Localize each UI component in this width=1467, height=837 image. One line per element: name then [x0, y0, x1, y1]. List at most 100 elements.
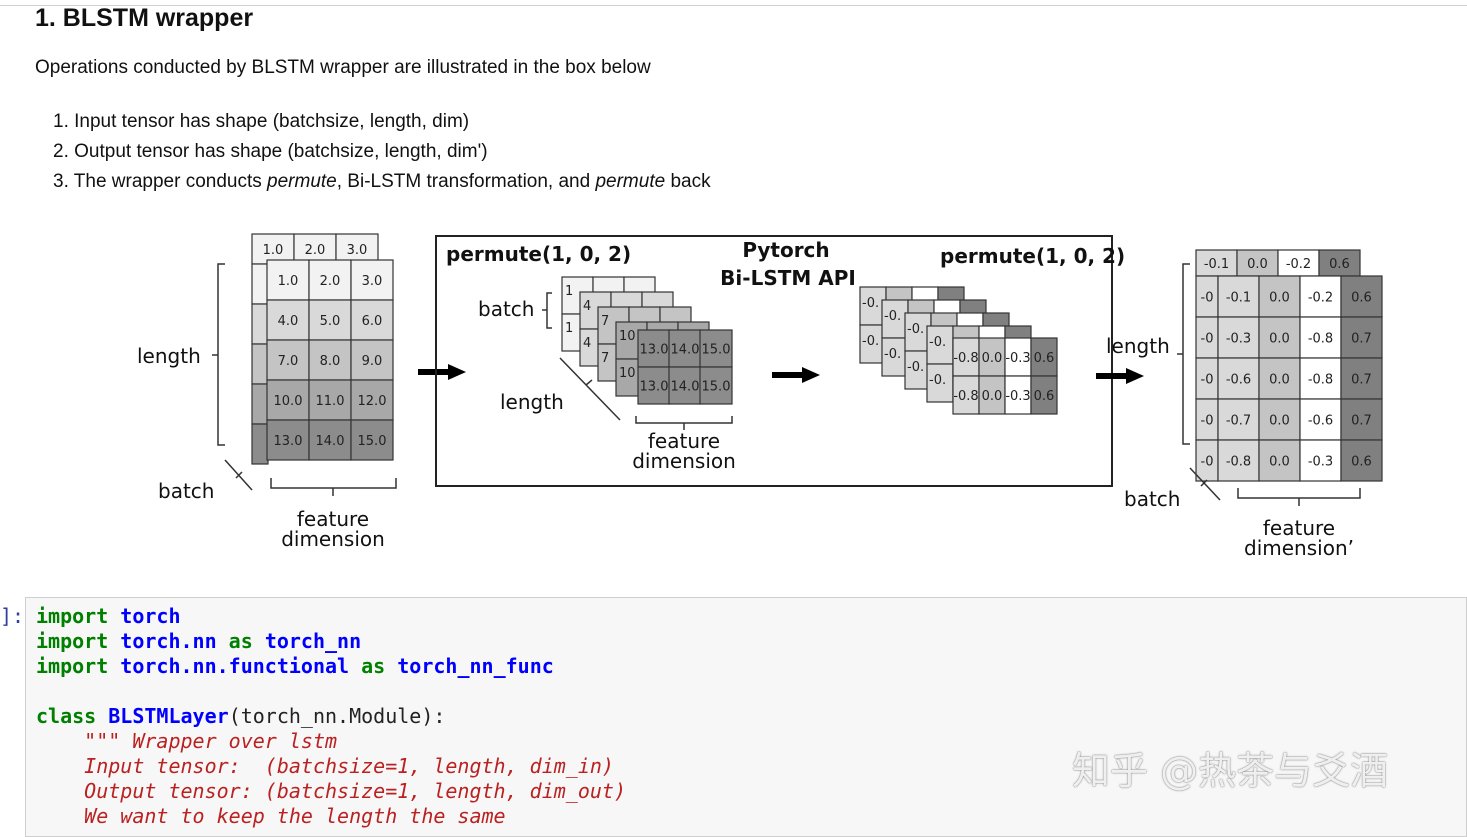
output-cell-value: 0.7	[1351, 332, 1372, 347]
input-dimension-label: dimension	[281, 527, 385, 551]
arrow-head-3	[1126, 368, 1144, 384]
output-back-side-cell-value: -0	[1201, 455, 1214, 470]
mid-front-cell-value: 14.0	[671, 380, 700, 395]
output-cell	[1258, 316, 1301, 359]
permute-right-label: permute(1, 0, 2)	[940, 244, 1125, 268]
input-feature-label: feature	[297, 507, 369, 531]
input-cell	[266, 379, 310, 421]
input-cell	[350, 339, 394, 381]
input-cell	[308, 339, 352, 381]
mid-out-back-value: -0.	[907, 322, 924, 337]
watermark: 知乎 @热茶与爻酒	[1072, 749, 1389, 793]
input-cell-value: 13.0	[274, 434, 303, 449]
mid-out-back-cell	[926, 363, 954, 403]
input-cell-value: 1.0	[278, 274, 299, 289]
input-cell	[266, 339, 310, 381]
mid-length-label: length	[500, 390, 564, 414]
input-cell-value: 9.0	[362, 354, 383, 369]
output-length-bracket	[1177, 263, 1190, 445]
api-label-line1: Pytorch	[742, 238, 829, 262]
length-bracket	[212, 263, 225, 446]
code-cell[interactable]: import torch import torch.nn as torch_nn…	[25, 597, 1467, 837]
output-cell-value: 0.0	[1269, 373, 1290, 388]
mid-out-cell-value: -0.8	[953, 351, 978, 366]
input-cell-value: 15.0	[358, 434, 387, 449]
input-cell-value: 2.0	[320, 274, 341, 289]
output-cell-value: 0.0	[1269, 455, 1290, 470]
output-cell	[1258, 398, 1301, 441]
output-cell-value: -0.8	[1226, 455, 1251, 470]
mid-out-cell-value: -0.8	[953, 389, 978, 404]
output-feature-bracket	[1237, 488, 1361, 506]
mid-out-back-value: -0.	[884, 309, 901, 324]
arrow-head-1	[448, 364, 466, 380]
section-heading: 1. BLSTM wrapper	[35, 4, 254, 32]
output-batch-label: batch	[1124, 487, 1180, 511]
output-back-side-cell-value: -0	[1201, 373, 1214, 388]
mid-front-cell-value: 13.0	[640, 343, 669, 358]
output-cell	[1258, 357, 1301, 400]
output-back-cell	[1236, 249, 1279, 277]
batch-bracket	[224, 459, 253, 491]
input-cell-value: 4.0	[278, 314, 299, 329]
mid-out-cell-value: -0.3	[1005, 351, 1030, 366]
output-cell	[1258, 439, 1301, 482]
mid-out-cell-value: 0.0	[982, 351, 1003, 366]
input-back-side-cell	[251, 263, 269, 305]
input-cell	[308, 419, 352, 461]
cell-prompt: ]:	[0, 604, 25, 628]
input-cell-value: 3.0	[362, 274, 383, 289]
mid-out-cell	[1030, 375, 1058, 415]
input-cell	[350, 259, 394, 301]
input-cell-value: 12.0	[358, 394, 387, 409]
mid-out-cell-value: 0.0	[982, 389, 1003, 404]
input-cell	[308, 299, 352, 341]
mid-out-back-value: -0.	[862, 334, 879, 349]
step-item: 2. Output tensor has shape (batchsize, l…	[53, 141, 488, 162]
output-cell	[1340, 316, 1383, 359]
mid-back-value: 4	[583, 336, 591, 351]
output-cell-value: 0.6	[1351, 455, 1372, 470]
mid-out-back-value: -0.	[907, 360, 924, 375]
mid-dimension-label: dimension	[632, 449, 736, 473]
bilstm-box	[435, 235, 1113, 487]
input-cell	[308, 379, 352, 421]
output-cell-value: -0.3	[1226, 332, 1251, 347]
mid-out-back-value: -0.	[884, 347, 901, 362]
output-back-side-cell-value: -0	[1201, 332, 1214, 347]
api-label-line2: Bi-LSTM API	[720, 266, 856, 290]
mid-out-cell-value: 0.6	[1034, 389, 1055, 404]
step-item: 1. Input tensor has shape (batchsize, le…	[53, 111, 470, 132]
input-back-cell-value: 1.0	[263, 243, 284, 258]
mid-front-cell-value: 13.0	[640, 380, 669, 395]
output-batch-bracket	[1189, 467, 1221, 501]
code-editor[interactable]: import torch import torch.nn as torch_nn…	[36, 604, 627, 828]
mid-out-back-cell	[881, 337, 909, 377]
feature-bracket	[270, 478, 397, 496]
output-cell-value: -0.6	[1308, 414, 1333, 429]
mid-out-cell	[1004, 375, 1032, 415]
output-cell	[1340, 275, 1383, 318]
mid-out-back-cell	[881, 299, 909, 339]
output-cell	[1217, 439, 1260, 482]
mid-out-back-value: -0.	[929, 335, 946, 350]
mid-front-cell-value: 15.0	[702, 380, 731, 395]
mid-back-value: 10	[619, 329, 636, 344]
output-back-side-cell-value: -0	[1201, 414, 1214, 429]
mid-feature-label: feature	[648, 429, 720, 453]
mid-length-bracket	[559, 357, 621, 421]
mid-back-value: 4	[583, 299, 591, 314]
mid-front-cell	[637, 366, 671, 405]
input-cell-value: 8.0	[320, 354, 341, 369]
mid-back-value: 7	[601, 314, 609, 329]
mid-back-value: 10	[619, 366, 636, 381]
output-cell-value: -0.2	[1308, 291, 1333, 306]
input-cell	[350, 419, 394, 461]
mid-feature-bracket	[635, 416, 733, 430]
steps-list: 1. Input tensor has shape (batchsize, le…	[53, 107, 711, 197]
output-back-side-cell-value: -0	[1201, 291, 1214, 306]
arrow-head-2	[802, 367, 820, 383]
input-back-side-cell	[251, 343, 269, 385]
